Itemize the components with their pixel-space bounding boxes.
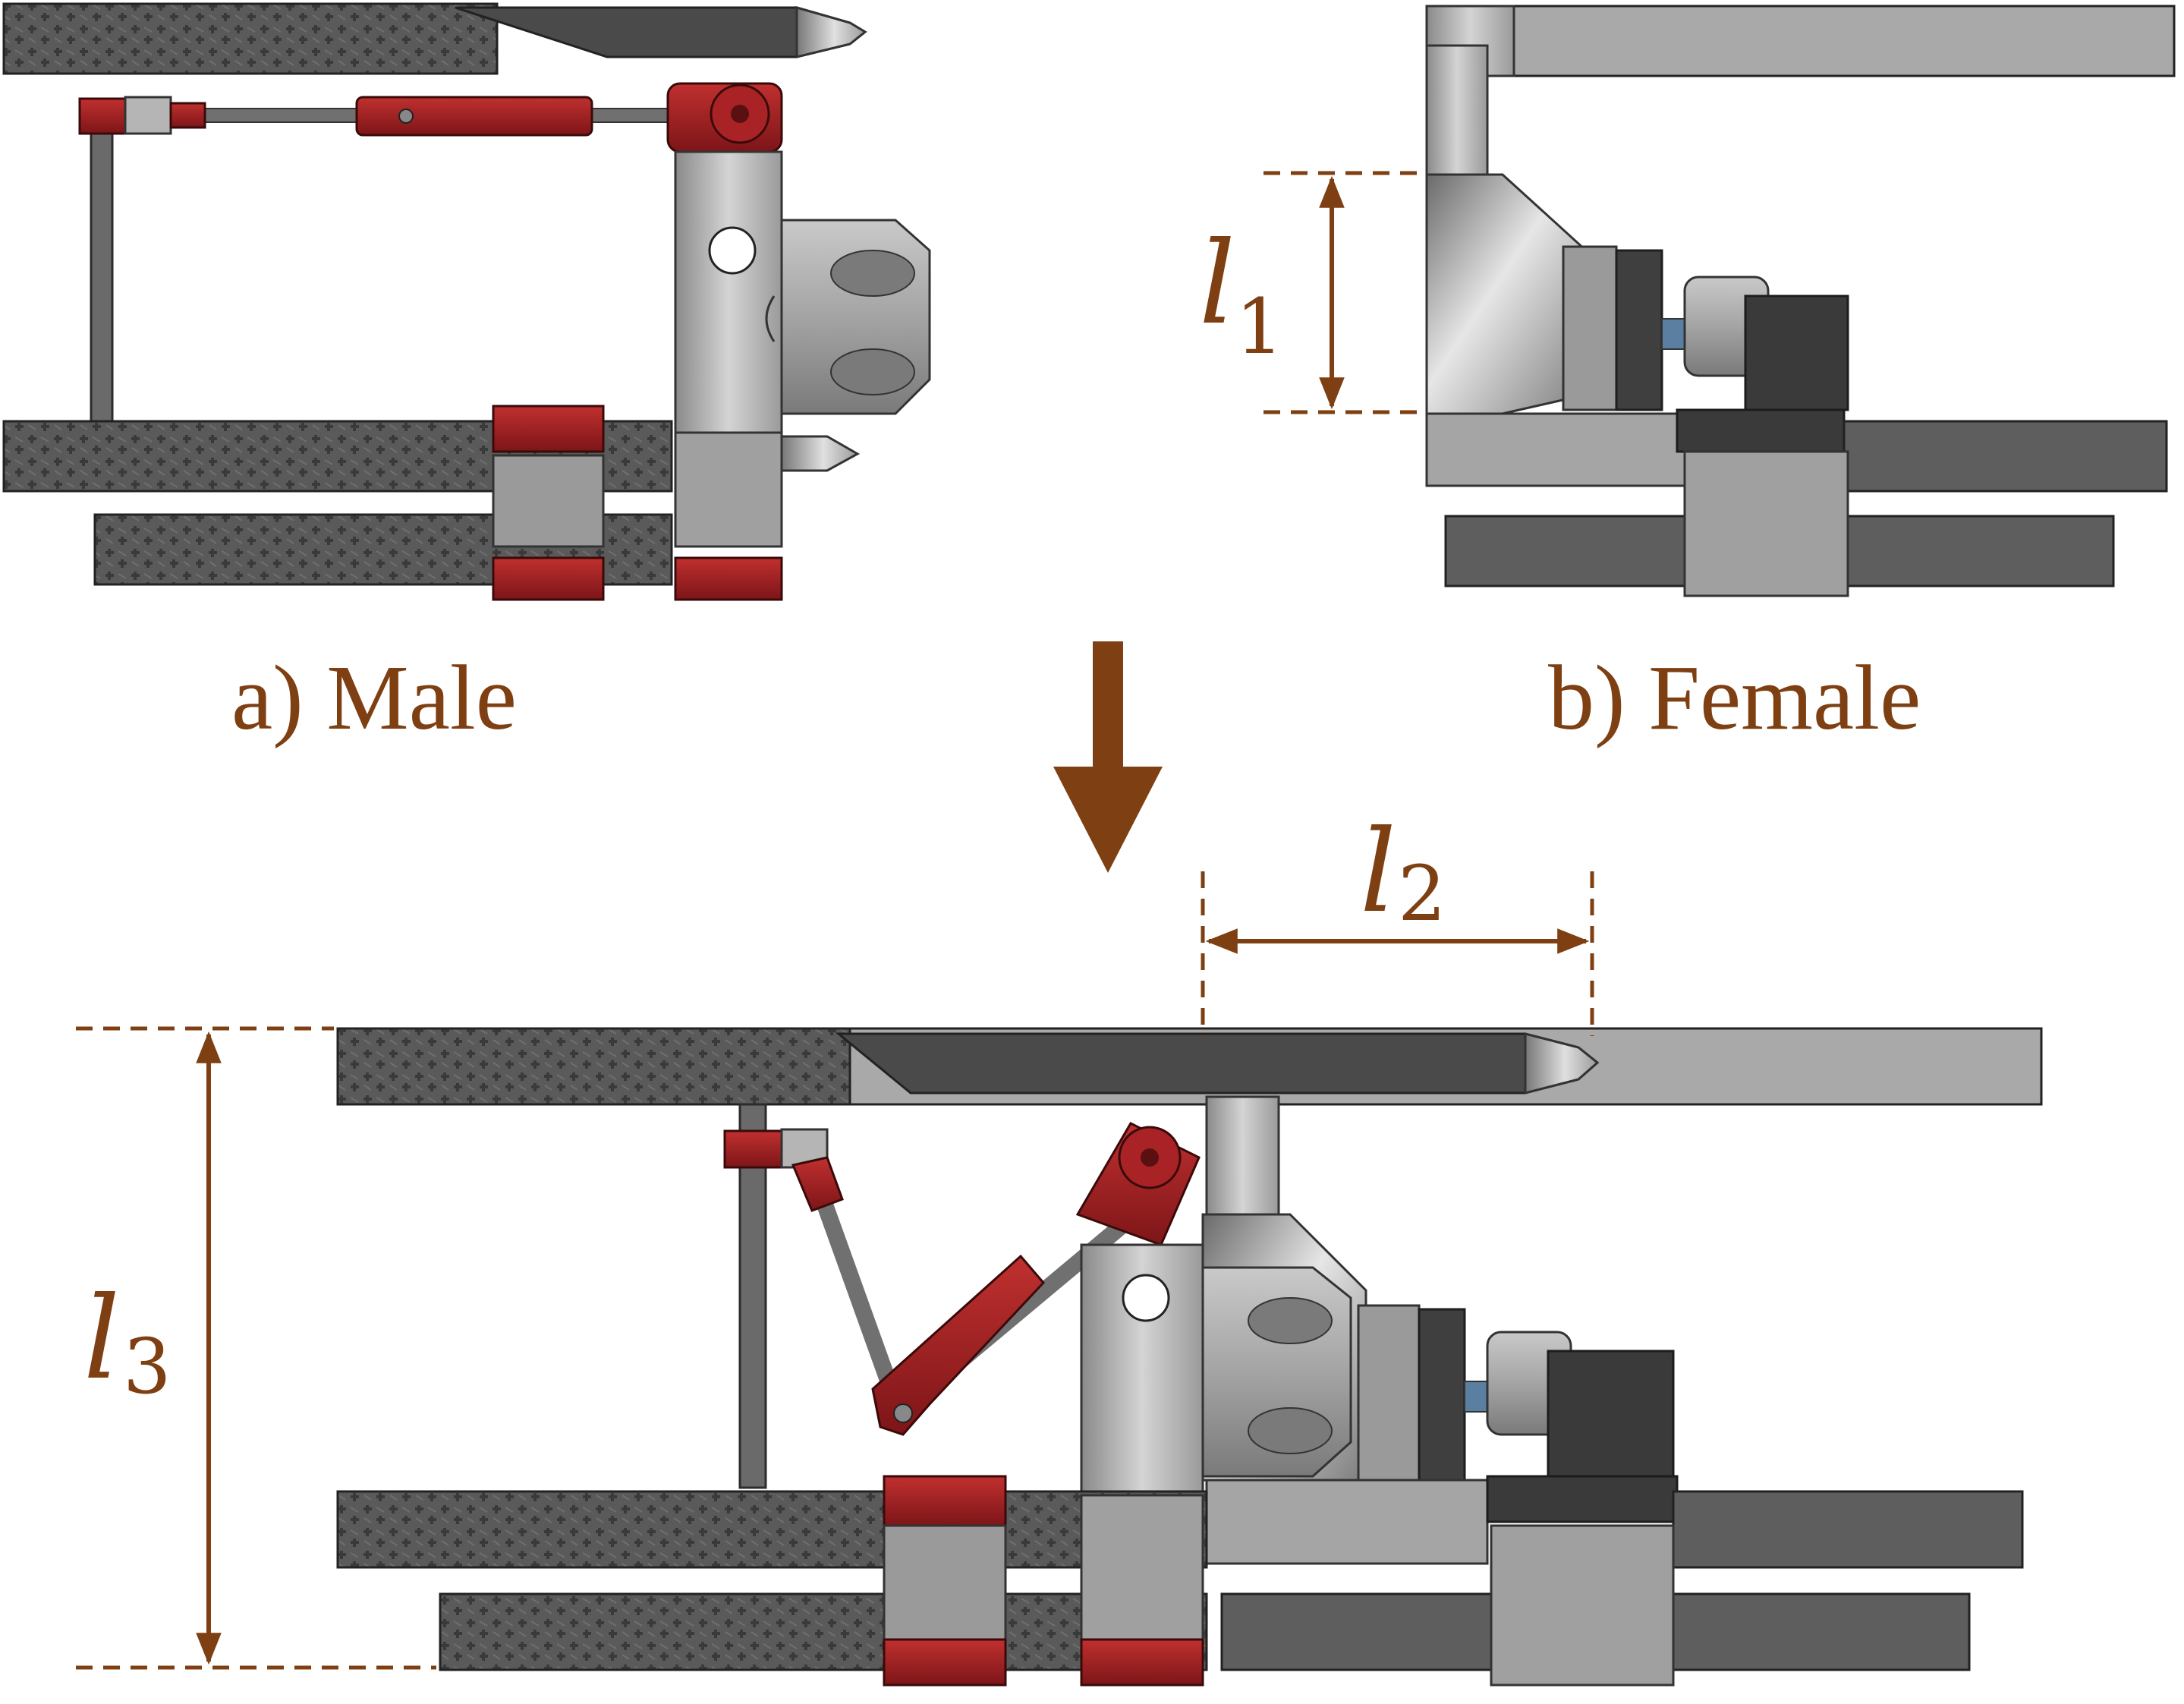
dimension-l3: l 3 xyxy=(76,1026,436,1670)
male-clamp-block-2 xyxy=(674,431,783,548)
dimension-l1: l 1 xyxy=(1199,171,1425,414)
l1-label: l xyxy=(1199,218,1235,350)
male-clamp-block-1 xyxy=(492,405,605,453)
l1-subscript: 1 xyxy=(1235,282,1284,371)
docked-lower-rail-2 xyxy=(439,1592,1208,1671)
male-red-link xyxy=(355,96,593,137)
l2-subscript: 2 xyxy=(1398,849,1446,938)
docked-red-link xyxy=(871,1254,1046,1436)
docked-probe xyxy=(835,1032,1600,1095)
caption-female: b) Female xyxy=(1548,647,1921,749)
docked-assembly xyxy=(336,1027,2043,1687)
male-assembly xyxy=(2,2,931,601)
female-vertical-plate xyxy=(1425,44,1489,176)
docked-lower-rail-1 xyxy=(336,1490,1208,1569)
male-vertical-post xyxy=(90,112,114,428)
male-red-clamp xyxy=(78,97,127,135)
docked-red-clamp xyxy=(723,1129,783,1169)
female-top-tube xyxy=(1512,5,2176,77)
male-top-rail xyxy=(2,2,499,75)
female-assembly xyxy=(1425,5,2176,597)
female-rail-1 xyxy=(1843,420,2168,493)
l3-subscript: 3 xyxy=(123,1322,172,1411)
l2-label: l xyxy=(1360,806,1396,938)
docked-top-rail-carbon xyxy=(336,1027,855,1106)
dimension-l2: l 2 xyxy=(1201,806,1594,1036)
down-arrow xyxy=(1053,641,1163,873)
male-body-column xyxy=(674,150,783,434)
l3-label: l xyxy=(83,1273,120,1405)
caption-male: a) Male xyxy=(231,647,517,749)
